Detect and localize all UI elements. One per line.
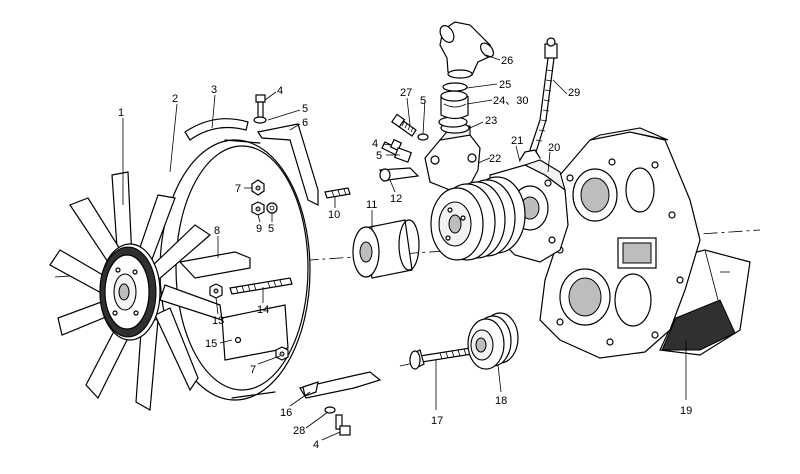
callout-14: 14: [257, 304, 269, 316]
callout-11: 11: [366, 199, 377, 211]
part-9-nut: [251, 201, 265, 216]
callout-labels: 1 2 3 4 5 6 7 9 5 10 8 13 14 15 7 16 28 …: [118, 55, 692, 451]
callout-13: 13: [212, 315, 224, 327]
callout-1: 1: [118, 107, 124, 119]
callout-5-thermo: 5: [420, 95, 426, 107]
callout-27: 27: [400, 87, 412, 99]
leader-lines: [122, 54, 687, 441]
callout-24-30: 24、30: [493, 95, 528, 107]
part-5-washer-thermostat: [417, 133, 429, 141]
callout-25: 25: [499, 79, 511, 91]
part-27-bolt: [391, 113, 417, 137]
part-7-nut-upper: [251, 179, 265, 196]
callout-3: 3: [211, 84, 217, 96]
part-11-fan-spacer: [352, 219, 420, 279]
callout-4-top: 4: [277, 85, 283, 97]
part-10-stud: [324, 187, 351, 199]
part-14-stud: [229, 277, 293, 295]
part-1-cooling-fan: [49, 171, 223, 411]
callout-7-upper: 7: [235, 183, 241, 195]
part-24-thermostat: [440, 90, 469, 120]
part-17-pulley-bolt: [409, 347, 473, 370]
callout-15: 15: [205, 338, 217, 350]
part-29-water-hose: [529, 37, 558, 153]
callout-4-mid: 4: [372, 138, 378, 150]
callout-26: 26: [501, 55, 513, 67]
part-13-nut: [209, 283, 223, 299]
callout-5-housing: 5: [376, 150, 382, 162]
part-5-washer-housing: [393, 147, 413, 163]
callout-5-mid: 5: [268, 223, 274, 235]
callout-17: 17: [431, 415, 443, 427]
part-4-bolt-top: [255, 94, 266, 119]
part-5-washer-top: [253, 116, 267, 124]
callout-29: 29: [568, 87, 580, 99]
part-16-lower-bracket: [299, 371, 382, 399]
callout-5-top: 5: [302, 103, 308, 115]
callout-10: 10: [328, 209, 340, 221]
callout-9: 9: [256, 223, 262, 235]
part-18-idler-pulley: [467, 312, 519, 370]
part-6-upper-bracket: [257, 123, 319, 206]
callout-12: 12: [390, 193, 402, 205]
callout-28: 28: [293, 425, 305, 437]
part-20-gear-housing: [539, 127, 701, 359]
water-pump-pulley: [430, 176, 526, 261]
part-3-shroud-segment: [184, 118, 249, 141]
callout-20: 20: [548, 142, 560, 154]
callout-16: 16: [280, 407, 292, 419]
part-25-seal-ring: [442, 82, 468, 92]
callout-7-lower: 7: [250, 364, 256, 376]
callout-19: 19: [680, 405, 692, 417]
callout-22: 22: [489, 153, 501, 165]
part-4-bolt-bottom: [335, 414, 351, 436]
part-5-washer-mid: [266, 202, 278, 214]
callout-2: 2: [172, 93, 178, 105]
callout-21: 21: [511, 135, 523, 147]
callout-6: 6: [302, 117, 308, 129]
part-26-water-outlet: [439, 21, 495, 79]
part-15-bracket-plate: [221, 304, 289, 361]
callout-8: 8: [214, 225, 220, 237]
callout-18: 18: [495, 395, 507, 407]
part-8-bracket: [178, 251, 251, 279]
part-28-washer: [324, 406, 336, 414]
part-12-bolt: [378, 167, 420, 182]
callout-4-bottom: 4: [313, 439, 319, 451]
callout-23: 23: [485, 115, 497, 127]
part-22-thermostat-housing: [424, 122, 481, 191]
part-7-nut-lower: [275, 346, 289, 361]
